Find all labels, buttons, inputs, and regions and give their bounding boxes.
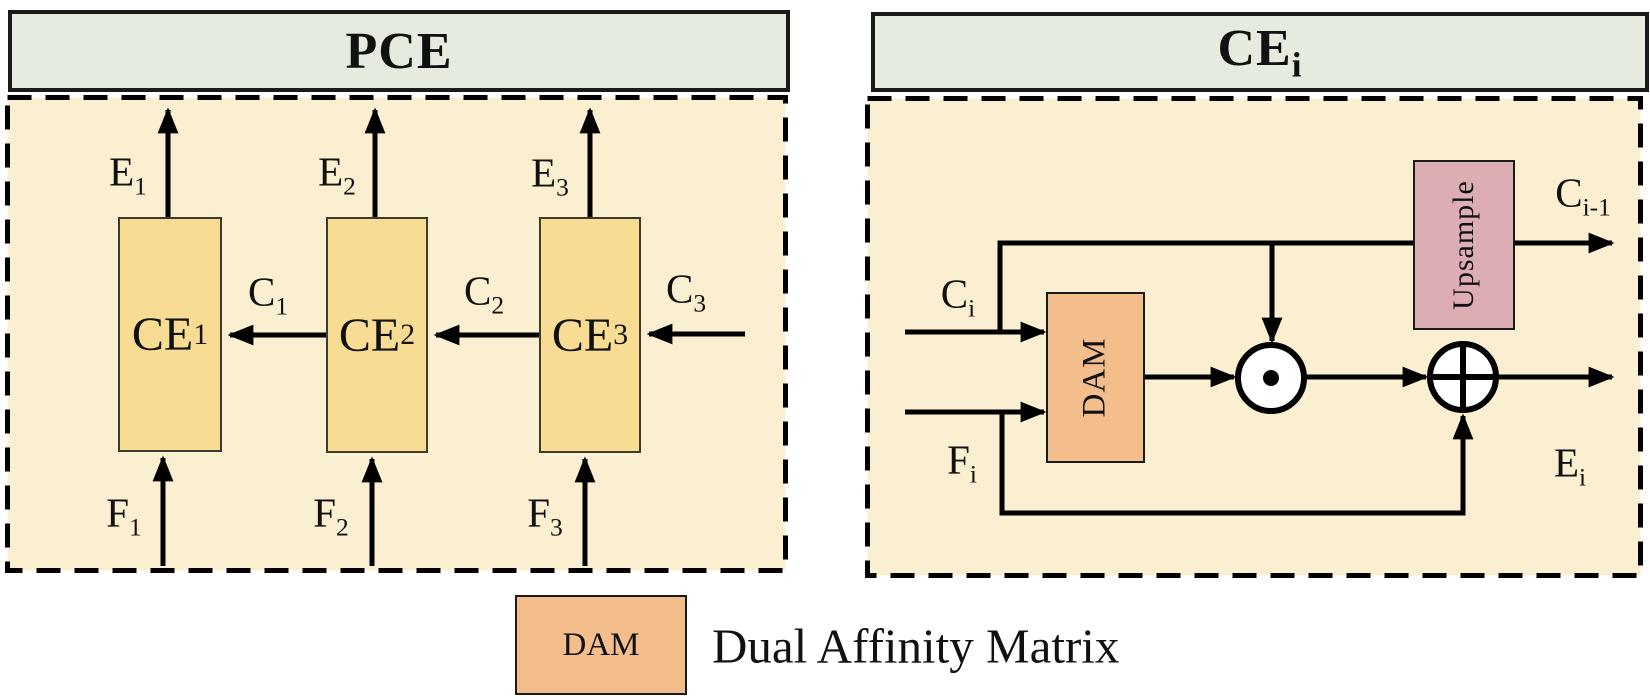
c1-label: C1: [247, 268, 289, 321]
fi-skip-line: [999, 412, 1474, 516]
cei-header: CEi: [871, 12, 1649, 92]
dam-block-label: DAM: [1076, 337, 1113, 418]
cei-wiring: [905, 232, 1615, 516]
ci-skip-line: [997, 240, 1413, 332]
legend-label: Dual Affinity Matrix: [712, 618, 1120, 674]
upsample-block: Upsample: [1413, 160, 1515, 330]
c2-label: C2: [463, 267, 505, 320]
e3-label: E3: [531, 149, 569, 202]
e1-label: E1: [109, 148, 147, 201]
f1-label: F1: [106, 489, 142, 542]
upsample-block-label: Upsample: [1447, 180, 1481, 310]
pce-arrows: [152, 107, 745, 566]
elementwise-multiply-icon: [1235, 342, 1307, 414]
ci-input-label: Ci: [940, 270, 976, 323]
ei-output-label: Ei: [1553, 439, 1587, 492]
pce-header: PCE: [8, 10, 790, 92]
e2-label: E2: [318, 148, 356, 201]
cei-title: CEi: [1217, 19, 1303, 85]
fi-input-label: Fi: [947, 436, 977, 489]
f2-label: F2: [313, 489, 349, 542]
dam-legend-swatch: DAM: [515, 595, 687, 695]
pce-title: PCE: [345, 22, 453, 80]
ci-1-output-label: Ci-1: [1555, 169, 1611, 222]
cei-panel-body: [865, 96, 1643, 578]
dam-legend-label: DAM: [562, 626, 640, 663]
elementwise-add-icon: [1427, 341, 1499, 413]
dam-block: DAM: [1046, 292, 1145, 463]
f3-label: F3: [527, 489, 563, 542]
c3-label: C3: [665, 265, 707, 318]
